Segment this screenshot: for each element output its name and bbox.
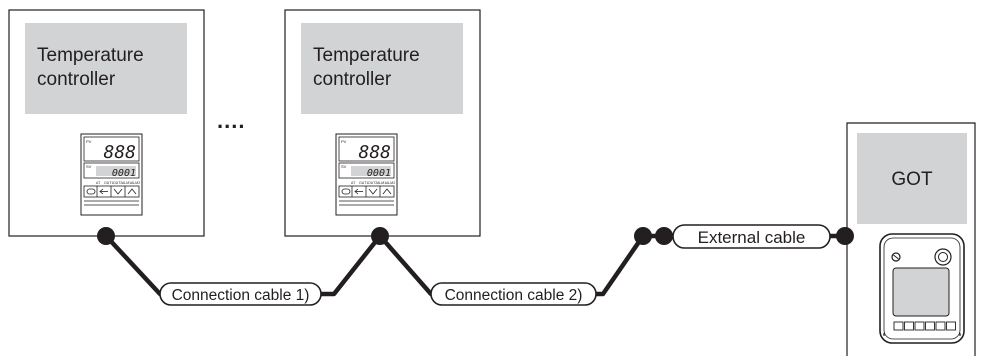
- controller-2-keys: [338, 185, 395, 206]
- connection-cable-1-path: [103, 233, 163, 297]
- more-controllers-ellipsis: ....: [217, 108, 245, 133]
- controller-1-indicator-alm2: ALM2: [131, 181, 140, 185]
- got-label-box: [857, 133, 967, 224]
- controller-1-pv-label: PV: [86, 139, 92, 144]
- set-key-icon: [86, 188, 96, 195]
- controller-2-title-line2: controller: [313, 69, 392, 90]
- controller-2-indicator-at: AT: [351, 181, 356, 185]
- external-cable-start-connector-dot: [655, 227, 673, 245]
- controller-2-connector-dot: [371, 227, 389, 245]
- cable-paths: [103, 233, 667, 297]
- down-arrow-key-icon: [113, 188, 123, 195]
- connection-cable-2-label: Connection cable 2): [430, 282, 597, 306]
- controller-1-indicator-out2: OUT2: [113, 181, 122, 185]
- external-cable-text: External cable: [698, 228, 806, 247]
- got-title: GOT: [891, 169, 933, 190]
- controller-1-title-line1: Temperature: [37, 45, 144, 66]
- controller-1-indicator-out1: OUT1: [104, 181, 113, 185]
- controller-1-keys: [83, 185, 140, 206]
- controller-1-indicator-alm1: ALM1: [122, 181, 131, 185]
- cable-2-end-connector-dot: [634, 227, 652, 245]
- up-arrow-key-icon: [382, 188, 392, 195]
- handheld-got-terminal-icon: [879, 233, 965, 344]
- controller-2-pv-display: 888: [358, 142, 391, 163]
- controller-1-sv-label: SV: [86, 164, 92, 169]
- controller-1-connector-dot: [97, 227, 115, 245]
- controller-2-pv-label: PV: [341, 139, 347, 144]
- controller-1-indicator-at: AT: [96, 181, 101, 185]
- controller-2-indicators: AT OUT1 OUT2 ALM1 ALM2: [351, 181, 395, 185]
- connection-cable-2-path: [377, 233, 434, 297]
- temperature-controller-1: Temperature controller PV 888 SV 0001 AT…: [8, 9, 205, 237]
- controller-2-title-line1: Temperature: [313, 45, 420, 66]
- controller-2-sv-display: 0001: [367, 168, 391, 179]
- controller-2-front-panel: PV 888 SV 0001 AT OUT1 OUT2 ALM1 ALM2: [335, 133, 398, 216]
- controller-2-indicator-out1: OUT1: [359, 181, 368, 185]
- left-arrow-key-icon: [99, 188, 108, 195]
- controller-1-indicators: AT OUT1 OUT2 ALM1 ALM2: [96, 181, 140, 185]
- external-cable-label: External cable: [672, 224, 831, 249]
- controller-2-indicator-alm2: ALM2: [386, 181, 395, 185]
- set-key-icon: [341, 188, 351, 195]
- left-arrow-key-icon: [354, 188, 363, 195]
- temperature-controller-2: Temperature controller PV 888 SV 0001 AT…: [284, 9, 481, 237]
- connection-cable-1-path-right: [318, 233, 383, 297]
- controller-1-front-panel: PV 888 SV 0001 AT OUT1 OUT2 ALM1 ALM2: [80, 133, 143, 216]
- connection-cable-1-label: Connection cable 1): [159, 282, 322, 306]
- controller-2-indicator-out2: OUT2: [368, 181, 377, 185]
- connection-cable-2-path-right: [593, 233, 646, 297]
- connection-cable-2-text: Connection cable 2): [445, 287, 583, 304]
- controller-2-sv-label: SV: [341, 164, 347, 169]
- up-arrow-key-icon: [127, 188, 137, 195]
- down-arrow-key-icon: [368, 188, 378, 195]
- connection-cable-1-text: Connection cable 1): [172, 287, 310, 304]
- controller-2-indicator-alm1: ALM1: [377, 181, 386, 185]
- controller-1-sv-display: 0001: [112, 168, 136, 179]
- controller-1-title-line2: controller: [37, 69, 116, 90]
- controller-1-label-box: [25, 23, 187, 114]
- controller-1-pv-display: 888: [103, 142, 136, 163]
- got-unit: GOT: [846, 122, 976, 356]
- controller-2-label-box: [301, 23, 463, 114]
